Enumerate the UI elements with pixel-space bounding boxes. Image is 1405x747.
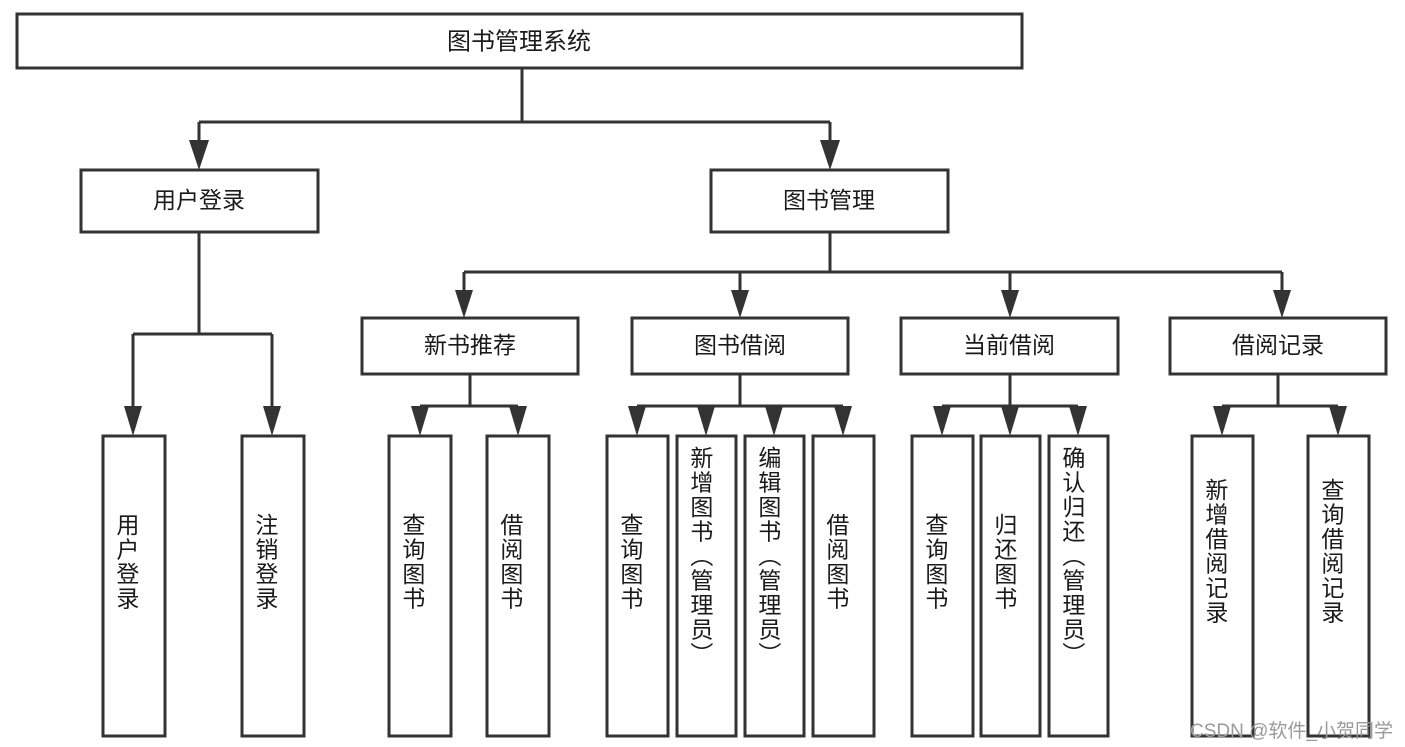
- arrowhead-user-login: [189, 140, 209, 170]
- node-new-book-rec[interactable]: 新书推荐: [360, 316, 580, 376]
- node-book-borrow-box[interactable]: [630, 316, 850, 376]
- node-book-manage-label: 图书管理: [783, 187, 875, 213]
- arrowhead-leaf-bb-2: [697, 406, 715, 436]
- arrowhead-borrow-record: [1273, 290, 1291, 318]
- leaf-box-layer: [101, 434, 1371, 738]
- leaf-box-cb-query-book[interactable]: [910, 434, 975, 738]
- node-borrow-record-label: 借阅记录: [1232, 332, 1324, 358]
- node-root[interactable]: 图书管理系统: [15, 12, 1024, 70]
- arrowhead-current-borrow: [1001, 290, 1019, 318]
- node-user-login-label: 用户登录: [153, 187, 245, 213]
- leaf-box-bb-edit-book[interactable]: [743, 434, 806, 738]
- node-current-borrow-label: 当前借阅: [963, 332, 1055, 358]
- arrowhead-leaf-cb-2: [1001, 406, 1019, 436]
- node-root-box[interactable]: [15, 12, 1024, 70]
- node-current-borrow-box[interactable]: [899, 316, 1120, 376]
- connector-layer: [124, 68, 1347, 436]
- arrowhead-leaf-nb-2: [509, 406, 527, 436]
- leaf-box-bb-query-book[interactable]: [605, 434, 670, 738]
- node-book-manage[interactable]: 图书管理: [709, 168, 950, 234]
- arrowhead-leaf-bb-4: [834, 406, 852, 436]
- arrowhead-leaf-br-1: [1213, 406, 1231, 436]
- node-borrow-record-box[interactable]: [1168, 316, 1388, 376]
- node-book-borrow[interactable]: 图书借阅: [630, 316, 850, 376]
- node-book-manage-box[interactable]: [709, 168, 950, 234]
- leaf-box-bb-add-book[interactable]: [675, 434, 738, 738]
- arrowhead-book-manage: [820, 140, 840, 170]
- arrowhead-leaf-cb-1: [933, 406, 951, 436]
- arrowhead-leaf-user-login: [124, 406, 142, 436]
- node-new-book-rec-label: 新书推荐: [424, 332, 516, 358]
- arrowhead-leaf-cb-3: [1069, 406, 1087, 436]
- node-book-borrow-label: 图书借阅: [694, 332, 786, 358]
- leaf-box-bb-borrow-book[interactable]: [811, 434, 876, 738]
- node-user-login-box[interactable]: [79, 168, 320, 234]
- watermark-label: CSDN @软件_小贺同学: [1190, 721, 1393, 742]
- node-new-book-rec-box[interactable]: [360, 316, 580, 376]
- arrowhead-leaf-bb-3: [765, 406, 783, 436]
- arrowhead-leaf-br-2: [1329, 406, 1347, 436]
- arrowhead-book-borrow: [731, 290, 749, 318]
- leaf-box-nb-query-book[interactable]: [387, 434, 453, 738]
- leaf-box-br-query-record[interactable]: [1306, 434, 1371, 738]
- leaf-box-cb-return-book[interactable]: [979, 434, 1042, 738]
- node-user-login[interactable]: 用户登录: [79, 168, 320, 234]
- node-current-borrow[interactable]: 当前借阅: [899, 316, 1120, 376]
- leaf-box-cb-confirm-return[interactable]: [1047, 434, 1110, 738]
- leaf-box-user-login[interactable]: [101, 434, 167, 738]
- arrowhead-leaf-bb-1: [628, 406, 646, 436]
- leaf-box-nb-borrow-book[interactable]: [485, 434, 551, 738]
- node-root-label: 图书管理系统: [447, 28, 591, 55]
- node-borrow-record[interactable]: 借阅记录: [1168, 316, 1388, 376]
- leaf-box-logout[interactable]: [240, 434, 306, 738]
- arrowhead-new-book-rec: [455, 290, 473, 318]
- arrowhead-leaf-logout: [263, 406, 281, 436]
- leaf-box-br-add-record[interactable]: [1190, 434, 1255, 738]
- arrowhead-leaf-nb-1: [411, 406, 429, 436]
